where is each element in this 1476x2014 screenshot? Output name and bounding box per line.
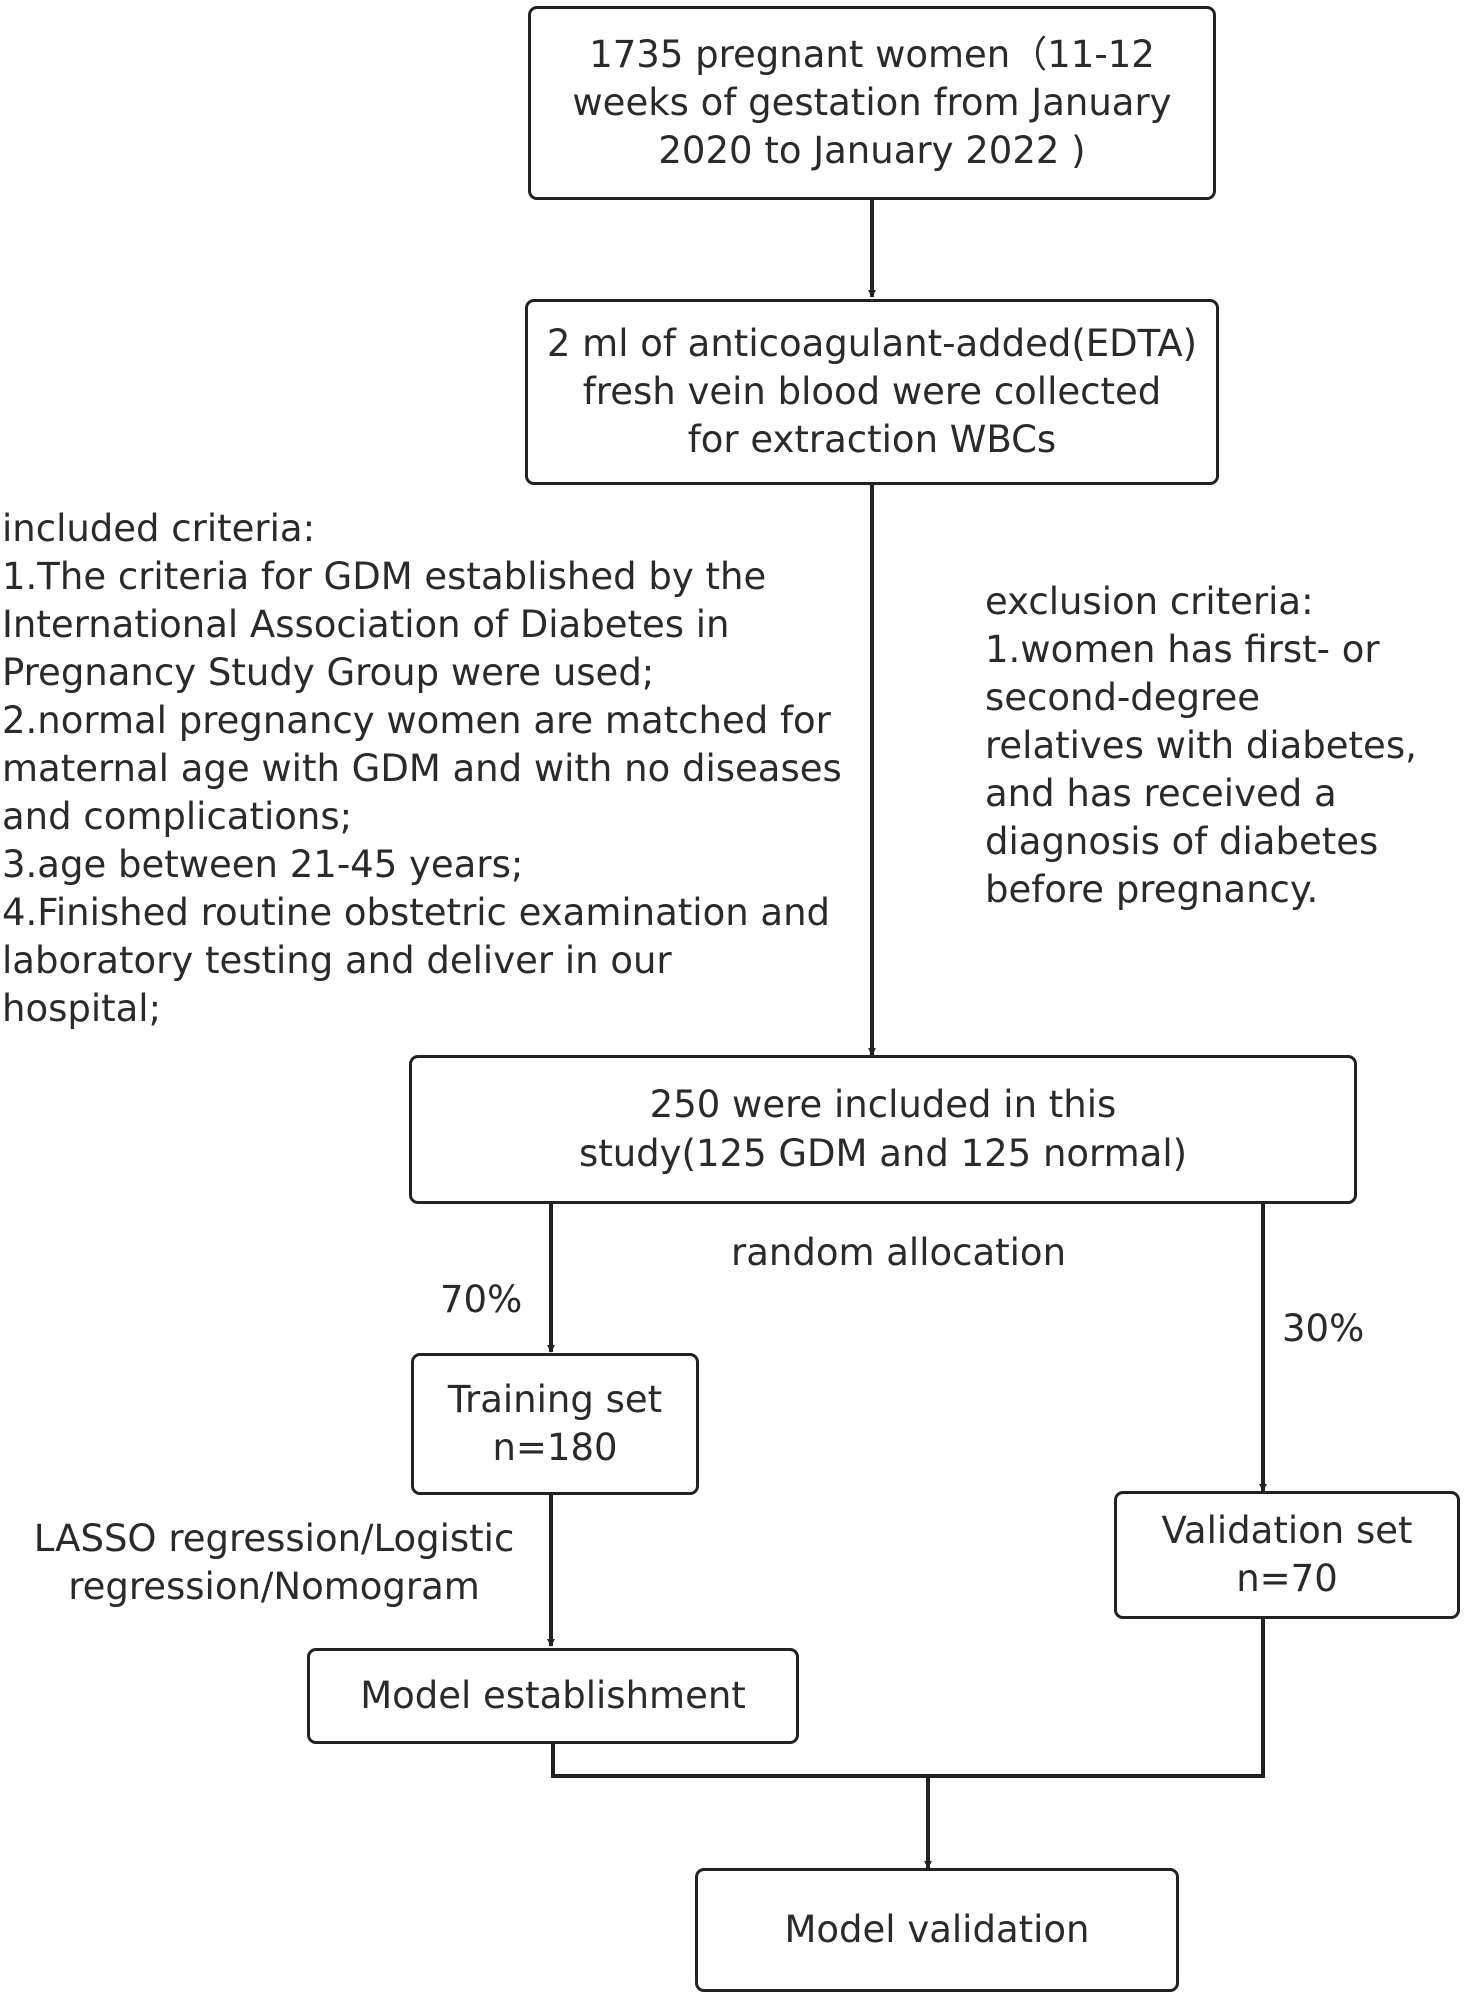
- included-line-1: 250 were included in this: [649, 1083, 1117, 1127]
- method-line-1: LASSO regression/Logistic: [33, 1517, 515, 1560]
- inclusion-line-2: 1.The criteria for GDM established by th…: [2, 555, 767, 598]
- validation-line-2: n=70: [1236, 1557, 1338, 1600]
- blood-line-2: fresh vein blood were collected: [582, 369, 1162, 413]
- inclusion-line-8: 3.age between 21-45 years;: [2, 843, 524, 886]
- inclusion-criteria: included criteria: 1.The criteria for GD…: [2, 505, 842, 1033]
- start-line-3: 2020 to January 2022 ): [658, 129, 1086, 173]
- inclusion-line-5: 2.normal pregnancy women are matched for: [2, 699, 831, 742]
- inclusion-line-10: laboratory testing and deliver in our: [2, 939, 672, 982]
- model-validation-box: Model validation: [695, 1868, 1179, 1992]
- method-label: LASSO regression/Logistic regression/Nom…: [0, 1515, 548, 1611]
- inclusion-line-4: Pregnancy Study Group were used;: [2, 651, 655, 694]
- training-set-box: Training set n=180: [411, 1353, 699, 1495]
- start-line-2: weeks of gestation from January: [572, 80, 1172, 124]
- blood-line-1: 2 ml of anticoagulant-added(EDTA): [546, 321, 1198, 365]
- validation-percent-label: 30%: [1282, 1307, 1365, 1350]
- model-validation-label: Model validation: [784, 1907, 1090, 1951]
- blood-collection-box: 2 ml of anticoagulant-added(EDTA) fresh …: [525, 299, 1219, 485]
- included-box: 250 were included in this study(125 GDM …: [409, 1055, 1357, 1204]
- method-line-2: regression/Nomogram: [68, 1565, 480, 1608]
- inclusion-line-3: International Association of Diabetes in: [2, 603, 730, 646]
- validation-set-box: Validation set n=70: [1114, 1491, 1460, 1619]
- validation-line-1: Validation set: [1161, 1508, 1413, 1552]
- exclusion-line-4: relatives with diabetes,: [985, 724, 1417, 767]
- included-line-2: study(125 GDM and 125 normal): [578, 1131, 1188, 1175]
- exclusion-criteria: exclusion criteria: 1.women has first- o…: [985, 578, 1417, 914]
- exclusion-line-3: second-degree: [985, 676, 1260, 719]
- exclusion-line-1: exclusion criteria:: [985, 580, 1314, 623]
- inclusion-line-6: maternal age with GDM and with no diseas…: [2, 747, 842, 790]
- blood-line-3: for extraction WBCs: [687, 418, 1057, 462]
- merge-line: [551, 1616, 1265, 1778]
- training-line-1: Training set: [447, 1377, 663, 1421]
- training-percent-label: 70%: [440, 1278, 523, 1321]
- start-line-1: 1735 pregnant women（11-12: [589, 32, 1155, 76]
- random-allocation-label: random allocation: [731, 1231, 1067, 1274]
- start-box: 1735 pregnant women（11-12 weeks of gesta…: [528, 6, 1216, 200]
- inclusion-line-7: and complications;: [2, 795, 353, 838]
- model-establishment-box: Model establishment: [307, 1648, 799, 1744]
- training-line-2: n=180: [492, 1426, 618, 1469]
- exclusion-line-7: before pregnancy.: [985, 868, 1319, 911]
- inclusion-line-1: included criteria:: [2, 507, 316, 550]
- exclusion-line-5: and has received a: [985, 772, 1337, 815]
- exclusion-line-6: diagnosis of diabetes: [985, 820, 1379, 863]
- inclusion-line-9: 4.Finished routine obstetric examination…: [2, 891, 831, 934]
- model-establishment-label: Model establishment: [360, 1673, 746, 1717]
- exclusion-line-2: 1.women has first- or: [985, 628, 1380, 671]
- inclusion-line-11: hospital;: [2, 987, 162, 1030]
